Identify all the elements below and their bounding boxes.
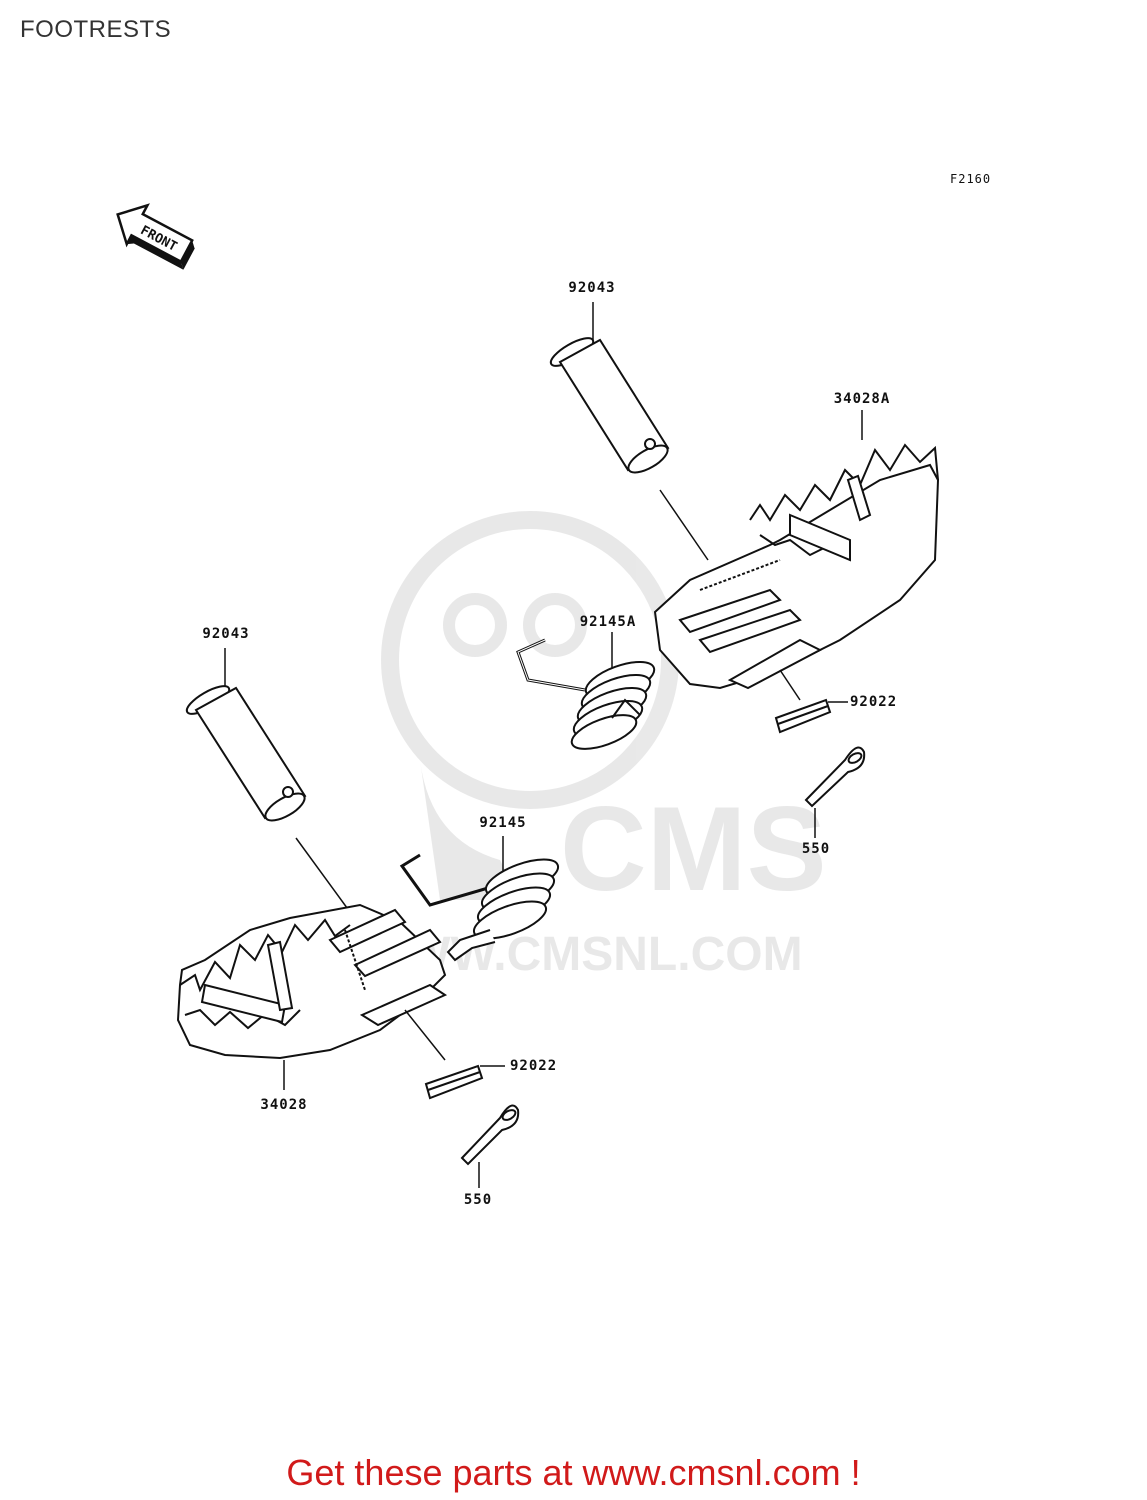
part-label-pin-lower: 92043 bbox=[202, 626, 250, 642]
cotter-pin-left bbox=[460, 1104, 520, 1188]
watermark-eye-right bbox=[523, 593, 587, 657]
part-label-spring-left: 92145 bbox=[479, 815, 527, 831]
part-label-footrest-right: 34028A bbox=[833, 391, 891, 407]
part-label-spring-right: 92145A bbox=[579, 614, 637, 630]
part-label-pin-upper: 92043 bbox=[568, 280, 616, 296]
page-title: FOOTRESTS bbox=[20, 16, 172, 43]
part-label-washer-right: 92022 bbox=[850, 694, 898, 710]
spring-right bbox=[516, 632, 656, 750]
footrest-left bbox=[176, 903, 448, 1090]
washer-right bbox=[774, 698, 848, 734]
part-label-footrest-left: 34028 bbox=[260, 1097, 308, 1113]
cotter-pin-right bbox=[804, 746, 866, 838]
figure-code: F2160 bbox=[950, 172, 992, 186]
part-label-cotter-pin-right: 550 bbox=[801, 841, 831, 857]
part-label-washer-left: 92022 bbox=[510, 1058, 558, 1074]
footer-link[interactable]: Get these parts at www.cmsnl.com ! bbox=[286, 1452, 861, 1493]
part-label-cotter-pin-left: 550 bbox=[463, 1192, 493, 1208]
watermark-eye-left bbox=[443, 593, 507, 657]
watermark-brand: CMS bbox=[560, 782, 827, 916]
watermark-body bbox=[420, 760, 520, 900]
washer-left bbox=[424, 1064, 505, 1100]
pin-lower bbox=[185, 648, 351, 913]
spring-left bbox=[399, 836, 560, 962]
front-arrow-icon: FRONT bbox=[116, 203, 195, 270]
pin-upper bbox=[549, 302, 709, 561]
watermark-helmet-circle bbox=[381, 511, 679, 809]
footrest-right bbox=[653, 410, 940, 701]
